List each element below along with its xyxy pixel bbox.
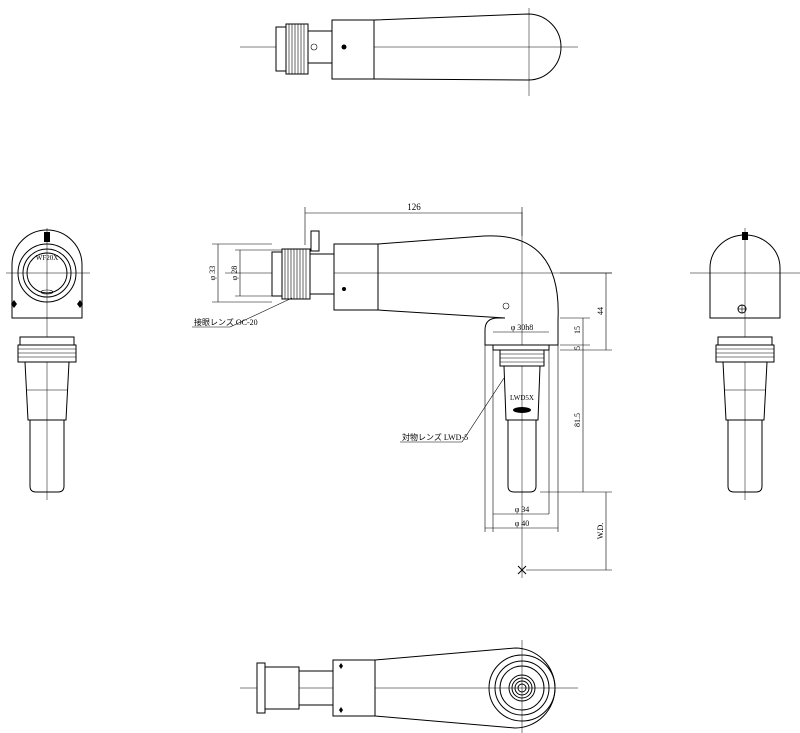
dim-5: 5: [573, 346, 582, 350]
dim-dia-28: φ 28: [230, 266, 239, 281]
bottom-view: [240, 640, 578, 733]
dim-dia-34: φ 34: [515, 505, 530, 514]
dim-126: 126: [407, 202, 421, 212]
dim-15: 15: [573, 326, 582, 334]
eyepiece-label: 接眼レンズ OC-20: [194, 317, 258, 327]
dim-dia-40: φ 40: [515, 519, 530, 528]
dim-81-5: 81.5: [573, 413, 582, 427]
right-side-view: [690, 228, 800, 500]
objective-label: 対物レンズ LWD-5: [402, 432, 468, 442]
eyepiece-marking-left: WF20X: [36, 254, 59, 262]
dim-dia-33: φ 33: [208, 266, 217, 281]
dim-44: 44: [596, 307, 605, 315]
objective-marking: LWD5X: [510, 394, 534, 402]
front-view: LWD5X 126 φ 33 φ 28 接眼レンズ OC-20 対物レンズ LW…: [192, 202, 612, 578]
top-view: [240, 8, 578, 96]
left-side-view: WF20X: [6, 228, 90, 500]
dim-wd: W.D.: [596, 523, 605, 540]
dim-dia-30h8: φ 30h8: [511, 323, 534, 332]
